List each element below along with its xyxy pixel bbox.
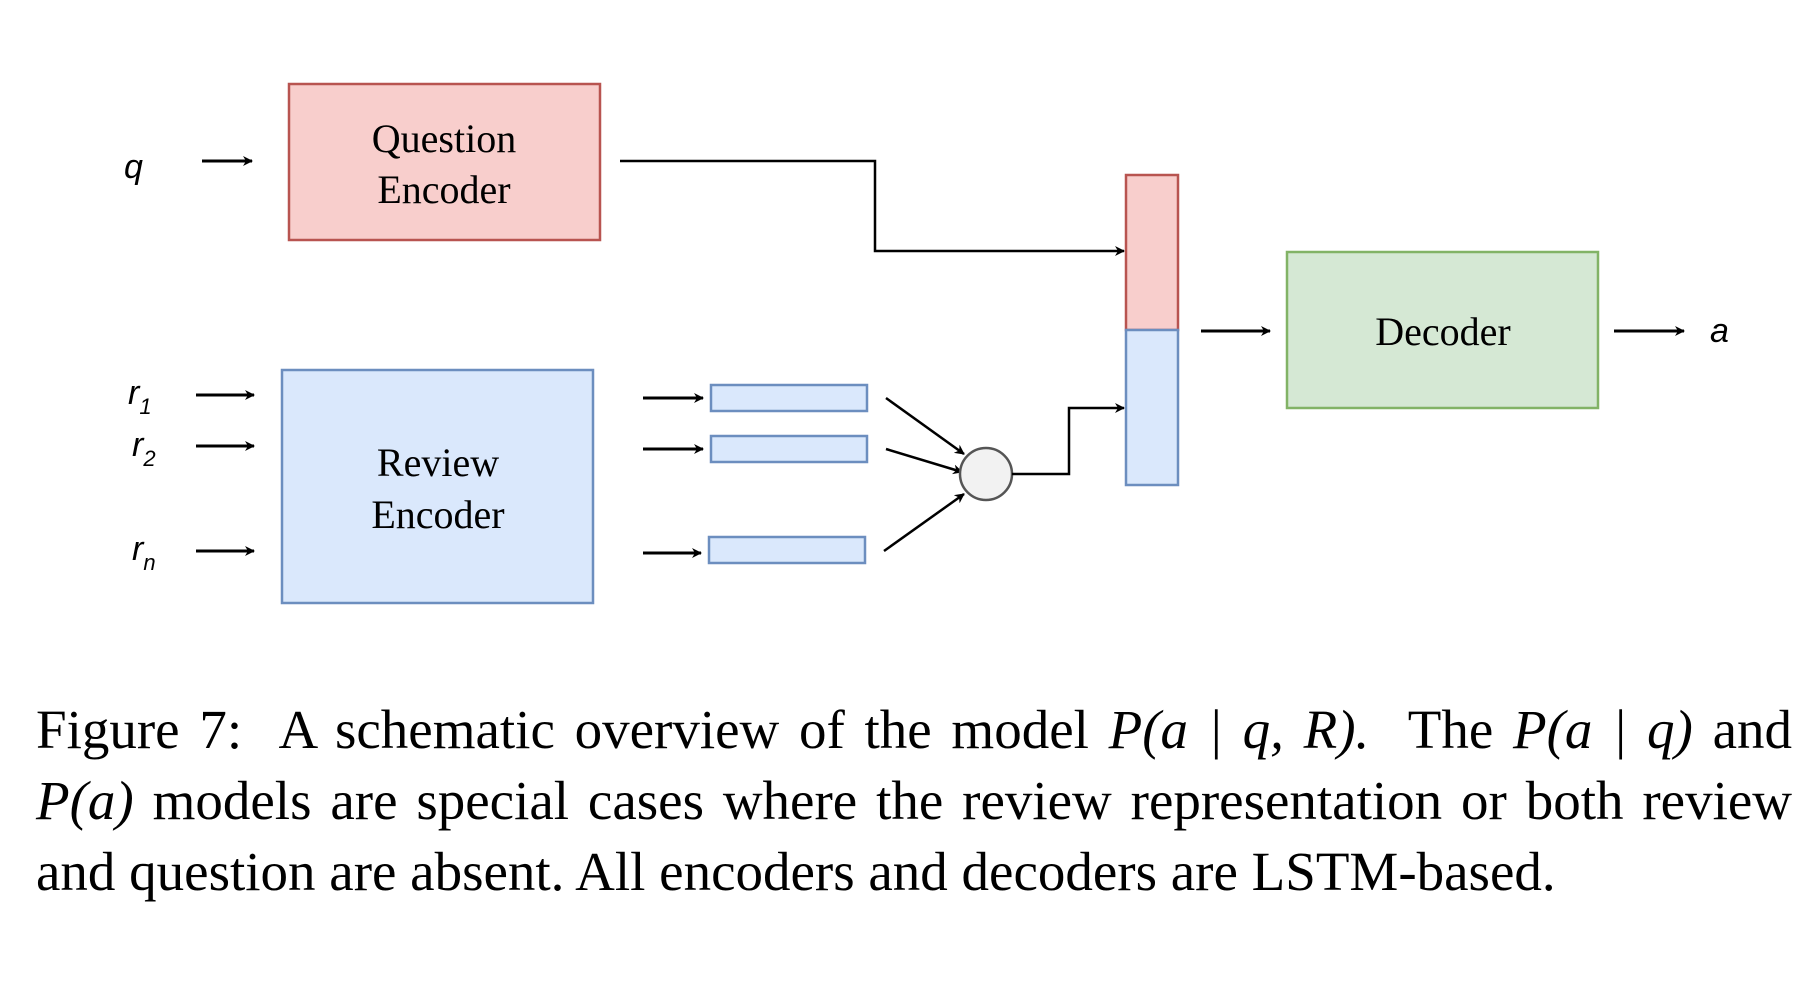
review-encoder-label-line1: Review	[377, 440, 499, 485]
pooling-node	[958, 446, 1014, 502]
question-encoder-box	[287, 82, 602, 242]
caption-text-1: A schematic overview of the model	[278, 699, 1089, 760]
model-diagram: q r1 r2 rn Question Encoder Review Encod…	[124, 82, 1729, 605]
input-rn-label: rn	[132, 530, 156, 575]
question-encoder-label-line2: Encoder	[377, 167, 510, 212]
input-q-label: q	[124, 148, 143, 186]
question-encoder-label-line1: Question	[372, 116, 516, 161]
review-encoder-label-line2: Encoder	[371, 492, 504, 537]
arrow-question-to-concat	[620, 159, 1125, 256]
review-encoder-box	[280, 368, 595, 605]
concat-review-part	[1124, 328, 1180, 487]
caption-text-4: models are special cases where the revie…	[36, 770, 1792, 902]
caption-math-3: P(a)	[36, 770, 134, 831]
figure-caption: Figure 7: A schematic overview of the mo…	[36, 694, 1792, 907]
decoder-box	[1285, 250, 1600, 410]
caption-text-2: The	[1407, 699, 1494, 760]
caption-math-2: P(a | q)	[1513, 699, 1693, 760]
review-vector-n	[707, 535, 867, 565]
arrow-vec1-to-pool	[885, 396, 965, 456]
arrow-vec2-to-pool	[885, 447, 963, 475]
arrow-vecn-to-pool	[883, 492, 965, 553]
decoder-label: Decoder	[1375, 309, 1510, 354]
caption-text-3: and	[1712, 699, 1792, 760]
review-vector-1	[709, 383, 869, 413]
input-r2-label: r2	[132, 426, 156, 471]
input-r1-label: r1	[128, 374, 152, 419]
caption-label: Figure 7:	[36, 699, 243, 760]
review-vector-2	[709, 434, 869, 464]
output-a-label: a	[1710, 312, 1729, 350]
concat-question-part	[1124, 173, 1180, 332]
caption-math-1: P(a | q, R).	[1108, 699, 1370, 760]
arrow-pool-to-concat	[1012, 403, 1125, 476]
